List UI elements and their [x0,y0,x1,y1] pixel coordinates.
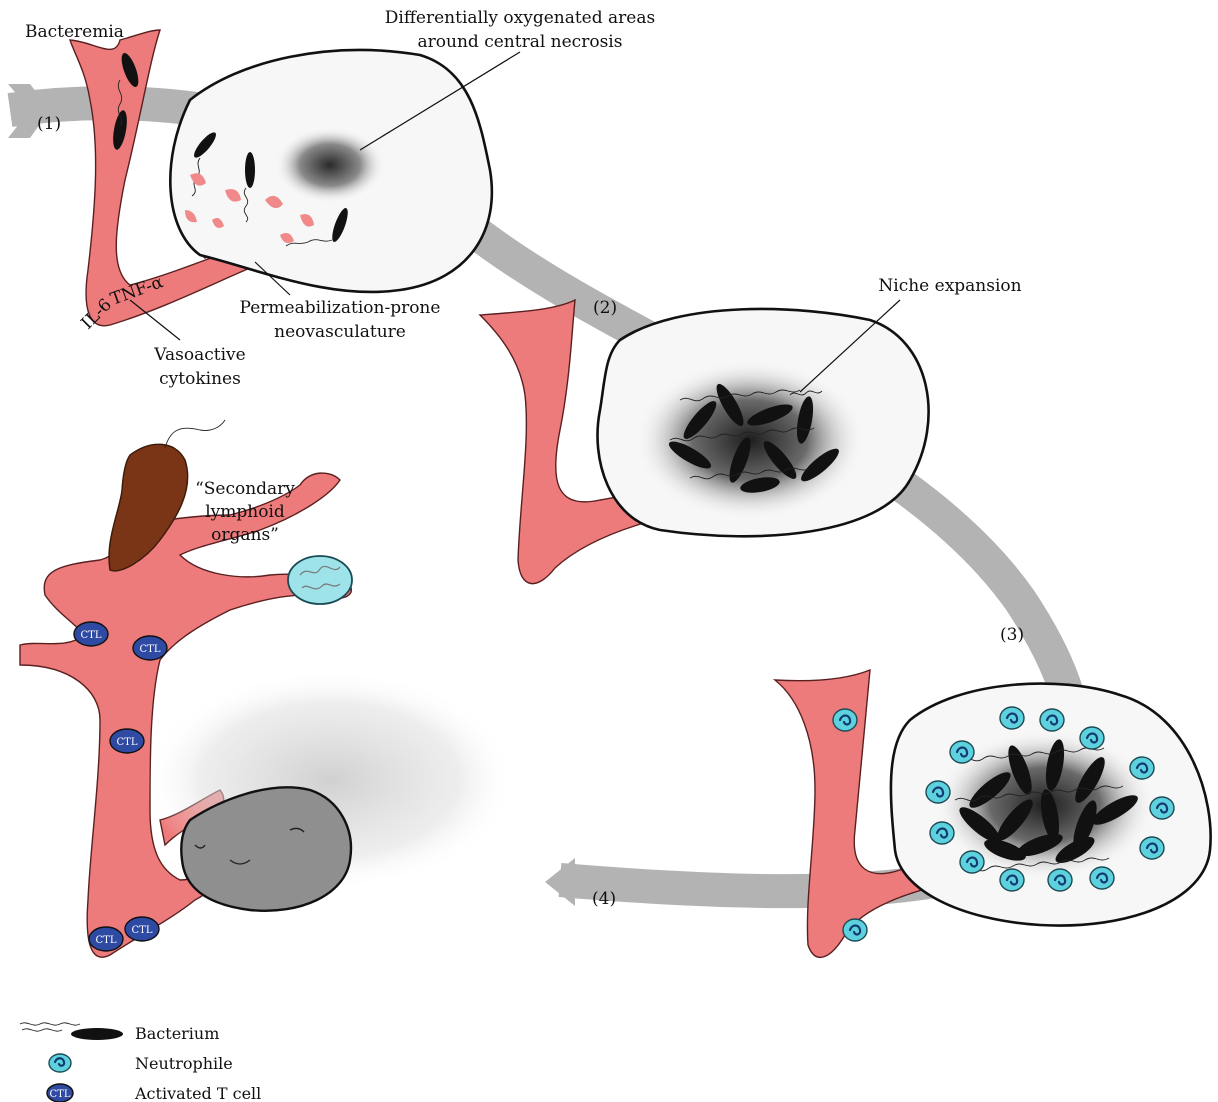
svg-text:CTL: CTL [50,1089,71,1100]
neutrophil [1090,867,1114,889]
neutrophil [960,851,984,873]
neutrophil [833,709,857,731]
ctl-cell-label: CTL [117,737,138,748]
ctl-cell-label: CTL [132,925,153,936]
step-label-1: (1) [37,114,61,134]
legend: Bacterium Neutrophile CTL Activated T ce… [20,1023,261,1102]
slo-label-line-2: lymphoid [205,502,285,522]
arrow-head [545,858,575,906]
ctl-cell-label: CTL [81,630,102,641]
neutrophil [1150,797,1174,819]
ctl-cell: CTL [74,622,108,646]
neutrophil [843,919,867,941]
neutrophil [1080,727,1104,749]
legend-label-neutrophil: Neutrophile [135,1054,233,1073]
ctl-cell-label: CTL [140,644,161,655]
ctl-cell-label: CTL [96,935,117,946]
niche-expansion-label: Niche expansion [878,276,1021,296]
neutrophil [950,741,974,763]
legend-label-t-cell: Activated T cell [134,1084,261,1102]
lymph-node [288,556,352,604]
neutrophil [1000,707,1024,729]
ctl-cell: CTL [133,636,167,660]
t-cell-icon: CTL [47,1084,73,1102]
neutrophil [930,822,954,844]
neutrophil [1130,757,1154,779]
ctl-cell: CTL [110,729,144,753]
slo-label-line-1: “Secondary [195,479,295,499]
perm-label-line-1: Permeabilization-prone [240,298,441,318]
ctl-cell: CTL [89,927,123,951]
vasoactive-label-line-1: Vasoactive [153,345,245,365]
neutrophil [1140,837,1164,859]
neutrophil [1048,869,1072,891]
bacteremia-label: Bacteremia [25,22,124,42]
step-label-3: (3) [1000,625,1024,645]
stage-4: CTL CTL CTL CTL CTL [20,420,515,957]
neutrophil [926,781,950,803]
necrosis-area [275,127,385,203]
slo-label-line-3: organs” [211,525,279,545]
oxygen-label-line-1: Differentially oxygenated areas [385,8,655,28]
legend-label-bacterium: Bacterium [135,1024,219,1043]
neutrophil-icon [49,1054,71,1072]
vasoactive-label-line-2: cytokines [159,369,241,389]
neutrophil [1040,709,1064,731]
perm-label-line-2: neovasculature [274,322,406,342]
neutrophil [1000,869,1024,891]
step-label-2: (2) [593,298,617,318]
bacterium-icon [20,1023,123,1040]
ctl-cell: CTL [125,917,159,941]
stage-3 [775,670,1211,957]
oxygen-label-line-2: around central necrosis [418,32,623,52]
step-label-4: (4) [592,889,616,909]
stage-2 [480,300,929,584]
